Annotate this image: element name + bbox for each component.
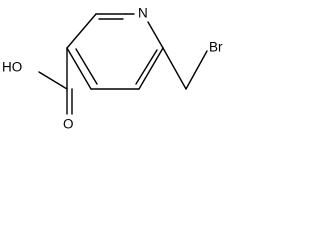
carbonyl-oxygen-label: O <box>63 117 74 132</box>
bond-carboxyl-c-to-oh <box>38 71 68 90</box>
ring-bond-c2-c3-double <box>135 49 158 85</box>
ring-bond-c4-c5-double <box>75 48 98 85</box>
bond-ch2-br <box>185 50 208 90</box>
ring-bond-c5-c6-side <box>66 13 97 49</box>
bond-c2-ch2 <box>162 47 187 90</box>
bromine-label: Br <box>209 40 223 55</box>
ring-bond-c2-c3 <box>138 47 164 90</box>
ring-bond-n-c2 <box>147 21 164 49</box>
chemical-structure: N HO O Br <box>2 6 223 132</box>
ring-bond-c4-c5 <box>66 47 92 90</box>
bromomethyl-group <box>162 47 208 90</box>
pyridine-ring <box>66 13 164 90</box>
nitrogen-label: N <box>138 6 148 21</box>
carboxylic-acid-group <box>38 47 73 115</box>
hydroxyl-label: HO <box>2 60 22 75</box>
